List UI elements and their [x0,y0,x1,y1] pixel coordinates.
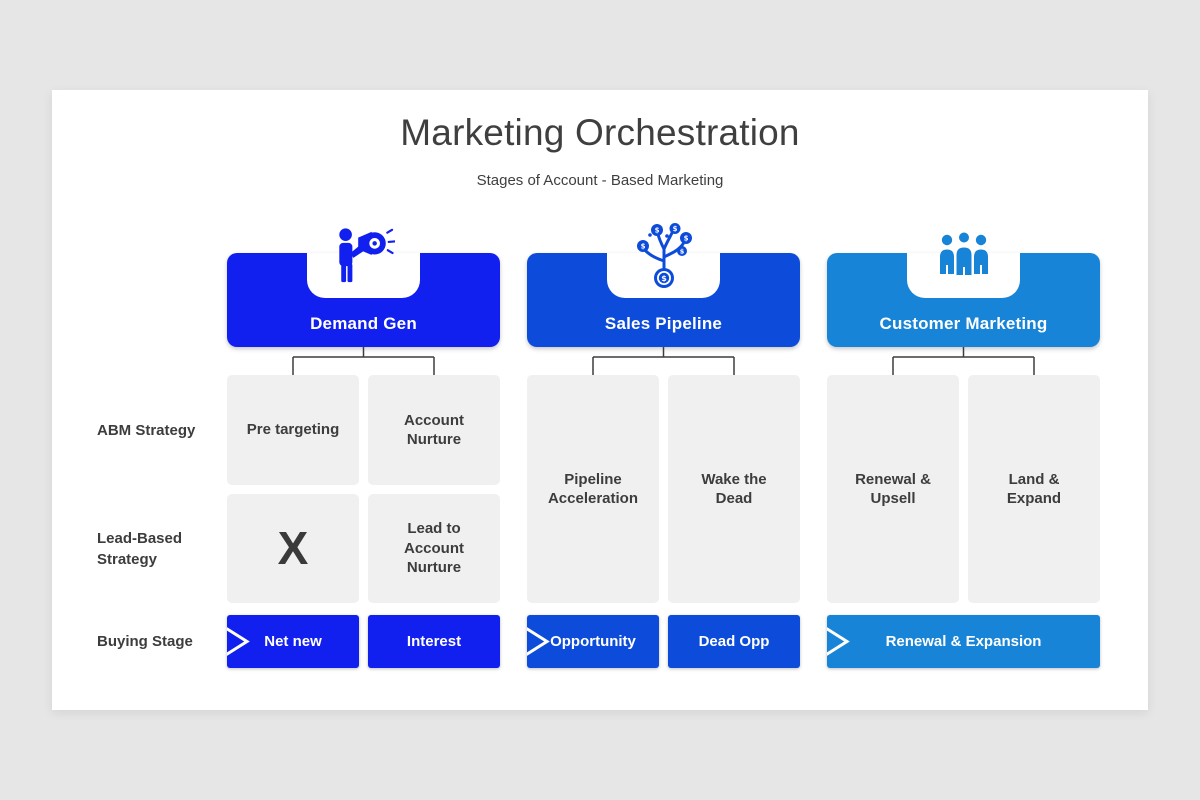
svg-text:$: $ [661,274,667,283]
demand-gen-header-card: Demand Gen [227,228,500,347]
svg-text:$: $ [679,248,684,256]
svg-text:$: $ [640,243,645,251]
column-demand-gen: Demand Gen Pre targeting Account Nurture… [227,90,500,710]
cell-renewal-upsell: Renewal & Upsell [827,375,959,603]
cell-land-expand: Land & Expand [968,375,1100,603]
cell-x-mark: X [227,494,359,603]
people-group-icon [936,229,992,279]
money-tree-icon: $ $ $ $ $ $ [634,223,694,289]
column-customer-marketing: Customer Marketing Renewal & Upsell Land… [827,90,1100,710]
svg-text:$: $ [654,227,659,235]
stage-dead-opp: Dead Opp [668,615,800,668]
arrow-right-icon [527,627,550,656]
stage-label: Opportunity [550,633,636,650]
arrow-right-icon [227,627,250,656]
stage-label: Dead Opp [698,633,770,650]
stage-interest: Interest [368,615,500,668]
cell-account-nurture: Account Nurture [368,375,500,485]
cell-pipeline-acceleration: Pipeline Acceleration [527,375,659,603]
svg-text:$: $ [683,235,688,243]
branch-connector [892,347,1035,375]
stage-opportunity: Opportunity [527,615,659,668]
row-label-abm-strategy: ABM Strategy [97,421,196,439]
arrow-right-icon [827,627,850,656]
row-label-lead-based-strategy: Lead-Based Strategy [97,529,183,568]
stage-label: Renewal & Expansion [885,633,1042,650]
customer-marketing-header-card: Customer Marketing [827,230,1100,347]
column-header-label: Customer Marketing [879,314,1048,333]
slide-canvas: Marketing Orchestration Stages of Accoun… [52,90,1148,710]
page-subtitle: Stages of Account - Based Marketing [476,172,724,189]
stage-label: Interest [406,633,462,650]
stage-renewal-expansion: Renewal & Expansion [827,615,1100,668]
column-header-label: Sales Pipeline [604,314,723,333]
stage-label: Net new [264,633,322,650]
svg-text:$: $ [672,225,677,233]
branch-connector [292,347,435,375]
cell-lead-to-account-nurture: Lead to Account Nurture [368,494,500,603]
row-label-buying-stage: Buying Stage [97,633,193,650]
stage-net-new: Net new [227,615,359,668]
cell-pre-targeting: Pre targeting [227,375,359,485]
page-title: Marketing Orchestration [400,112,800,153]
branch-connector [592,347,735,375]
icon-notch [307,253,420,298]
megaphone-person-icon [333,226,396,284]
cell-wake-the-dead: Wake the Dead [668,375,800,603]
column-header-label: Demand Gen [310,314,417,333]
sales-pipeline-header-card: $ $ $ $ $ $ Sales Pipeline [527,223,800,347]
column-sales-pipeline: $ $ $ $ $ $ Sales Pipeline [527,90,800,710]
